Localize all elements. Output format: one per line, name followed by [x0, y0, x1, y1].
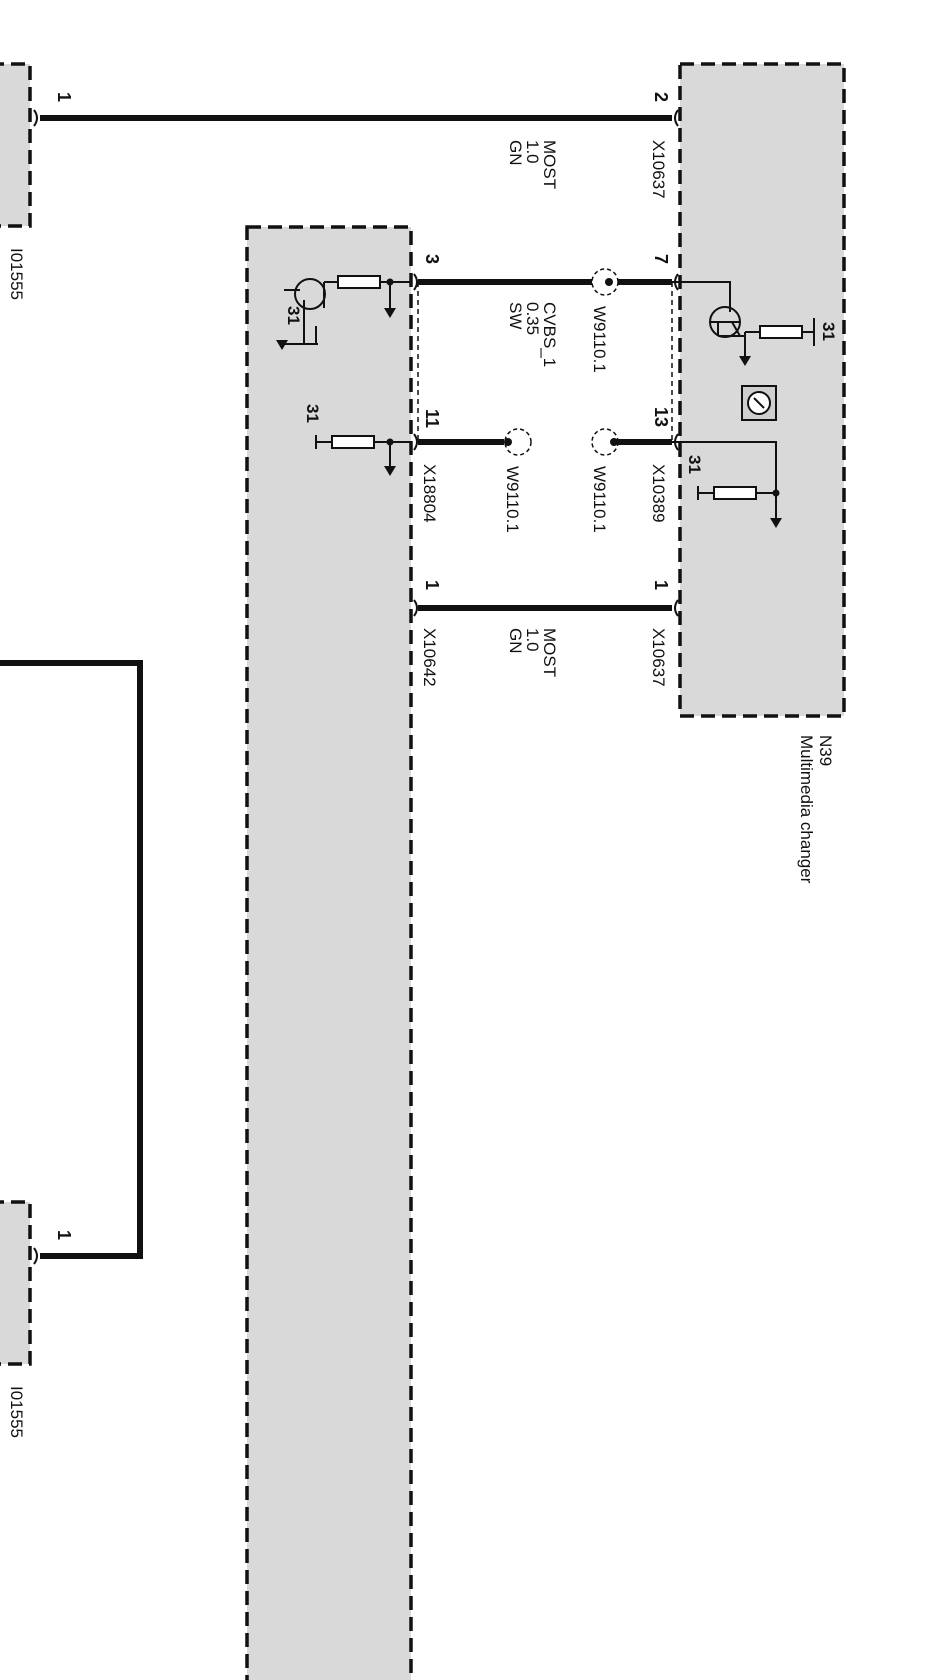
- splice-1-label: W9110.1: [590, 306, 609, 373]
- most-bottom-signal: MOST: [540, 628, 559, 677]
- most-top-wire: [33, 109, 679, 127]
- ref-loop-wire: [0, 660, 143, 1265]
- ref-bottom-pin-label: 1: [54, 1230, 74, 1240]
- n39-pin-1-label: 1: [651, 580, 671, 590]
- most-bottom-wire: [413, 599, 679, 617]
- ground-31-n39-transistor: 31: [819, 322, 838, 341]
- n39-pin-2-label: 2: [651, 92, 671, 102]
- mid-module-box: [245, 225, 413, 1680]
- x10642-label: X10642: [420, 628, 439, 687]
- ref-module-top-box: [0, 62, 32, 228]
- splice-marker-3: [504, 428, 532, 456]
- most-bottom-size: 1.0: [523, 628, 542, 652]
- ref-module-bottom-box: [0, 1200, 32, 1366]
- n39-transistor-circuit: [672, 281, 815, 366]
- ref-top-id-label: I01555: [7, 248, 26, 300]
- n39-id-label: N39: [816, 735, 835, 766]
- n39-pin-13-label: 13: [651, 407, 671, 427]
- ground-31-mid-resistor: 31: [303, 404, 322, 423]
- mid-pin-11-label: 11: [422, 409, 442, 428]
- ref-top-pin-label: 1: [54, 92, 74, 102]
- splice-marker-1: [591, 268, 619, 296]
- x10637-bottom-label: X10637: [649, 628, 668, 687]
- most-top-signal: MOST: [540, 140, 559, 189]
- mid-pin-3-label: 3: [422, 254, 442, 264]
- x10637-top-label: X10637: [649, 140, 668, 199]
- mid-transistor-circuit: [276, 275, 411, 350]
- ground-31-mid-transistor: 31: [284, 306, 303, 325]
- splice-marker-2: [591, 428, 619, 456]
- cvbs-color: SW: [506, 302, 525, 329]
- screen-symbol-icon: [741, 385, 777, 421]
- most-bottom-color: GN: [506, 628, 525, 654]
- ground-31-n39-resistor: 31: [685, 455, 704, 474]
- cvbs-size: 0.35: [523, 302, 542, 335]
- pin-13-stub: [616, 433, 679, 451]
- cvbs-signal: CVBS_1: [540, 302, 559, 367]
- n39-pin-7-label: 7: [651, 254, 671, 264]
- n39-name-label: Multimedia changer: [797, 735, 816, 884]
- most-top-color: GN: [506, 140, 525, 166]
- most-top-size: 1.0: [523, 140, 542, 164]
- mid-pin11-resistor: [315, 435, 411, 476]
- x10389-label: X10389: [649, 464, 668, 523]
- pin-11-stub: [413, 433, 504, 451]
- splice-3-label: W9110.1: [503, 466, 522, 533]
- cvbs-wire: [413, 273, 679, 291]
- mid-pin-1-label: 1: [422, 580, 442, 590]
- x18804-label: X18804: [420, 464, 439, 523]
- ref-bottom-id-label: I01555: [7, 1386, 26, 1438]
- splice-2-label: W9110.1: [590, 466, 609, 533]
- n39-pin13-resistor: [672, 441, 782, 528]
